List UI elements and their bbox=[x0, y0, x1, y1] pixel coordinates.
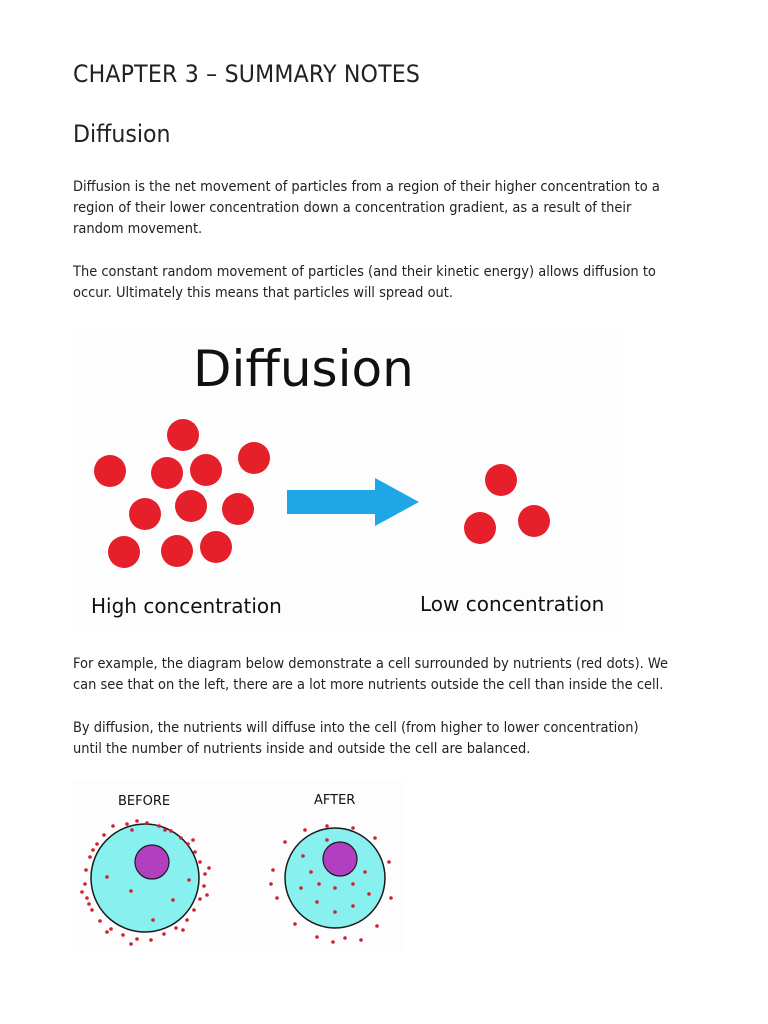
particle bbox=[200, 531, 232, 563]
high-concentration-particles bbox=[94, 419, 270, 568]
paragraph-example: For example, the diagram below demonstra… bbox=[73, 656, 669, 693]
nucleus bbox=[134, 844, 170, 880]
cell-membrane bbox=[284, 827, 386, 929]
section-heading-diffusion: Diffusion bbox=[73, 120, 171, 148]
particle bbox=[129, 498, 161, 530]
low-concentration-label: Low concentration bbox=[420, 592, 604, 616]
diffusion-diagram: Diffusion High concentration Low concent… bbox=[73, 330, 625, 630]
paragraph-definition: Diffusion is the net movement of particl… bbox=[73, 179, 660, 237]
particle bbox=[151, 457, 183, 489]
particle bbox=[167, 419, 199, 451]
nucleus bbox=[322, 841, 358, 877]
after-cell bbox=[284, 827, 386, 929]
particle bbox=[161, 535, 193, 567]
before-cell bbox=[90, 823, 200, 933]
low-concentration-particles bbox=[464, 464, 550, 544]
particle bbox=[94, 455, 126, 487]
high-concentration-label: High concentration bbox=[91, 594, 282, 618]
before-label: BEFORE bbox=[118, 794, 170, 809]
paragraph-random-movement: The constant random movement of particle… bbox=[73, 264, 656, 301]
particle bbox=[518, 505, 550, 537]
particle bbox=[464, 512, 496, 544]
particle bbox=[190, 454, 222, 486]
paragraph-balance: By diffusion, the nutrients will diffuse… bbox=[73, 720, 639, 757]
cell-diagram: BEFORE AFTER bbox=[73, 780, 403, 952]
after-nutrients bbox=[269, 824, 393, 944]
page-title: CHAPTER 3 – SUMMARY NOTES bbox=[73, 60, 421, 88]
diffusion-diagram-title: Diffusion bbox=[193, 340, 414, 398]
particle bbox=[222, 493, 254, 525]
before-nutrients bbox=[80, 819, 211, 946]
particle bbox=[108, 536, 140, 568]
diffusion-arrow bbox=[287, 478, 419, 526]
particle bbox=[485, 464, 517, 496]
after-label: AFTER bbox=[314, 793, 355, 808]
particle bbox=[175, 490, 207, 522]
particle bbox=[238, 442, 270, 474]
